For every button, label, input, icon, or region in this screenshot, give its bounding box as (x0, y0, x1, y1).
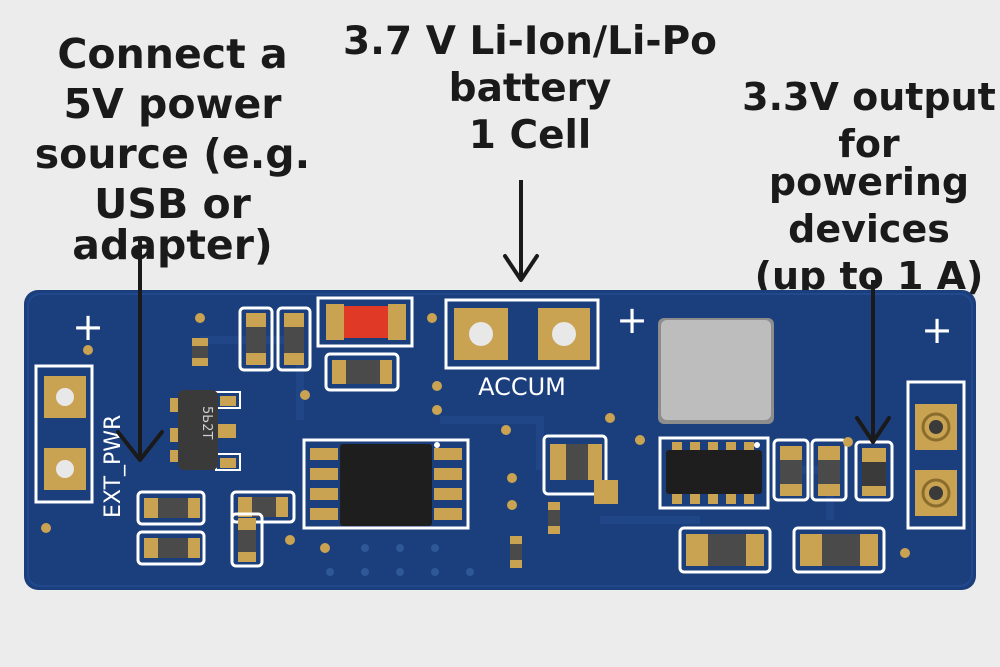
battery-annotation-line: 1 Cell (468, 113, 592, 158)
battery-annotation: 3.7 V Li-Ion/Li-Po battery 1 Cell (330, 22, 730, 163)
output-annotation-line: devices (788, 207, 950, 251)
transistor: 5Ь2Т (170, 390, 241, 471)
capacitor-pair (772, 438, 848, 502)
charger-ic (302, 438, 470, 530)
plus-sign: + (72, 305, 104, 349)
input-annotation: Connect a 5V power source (e.g. USB or a… (0, 34, 345, 275)
capacitor (678, 526, 772, 574)
output-annotation-line: (up to 1 A) (754, 254, 984, 298)
output-annotation-line: 3.3V output (742, 75, 996, 119)
resistor (192, 338, 208, 366)
ext-pwr-connector-outline (34, 364, 94, 504)
via-grid (326, 544, 474, 576)
input-arrowhead (116, 430, 164, 462)
led-outline (316, 296, 414, 348)
accum-pad-hole (469, 322, 493, 346)
input-annotation-line: 5V power (63, 80, 282, 128)
plus-sign: + (921, 308, 953, 352)
board-edge (27, 293, 973, 587)
chip-marking: 5Ь2Т (199, 406, 214, 439)
input-annotation-line: Connect a (57, 30, 288, 78)
output-connector-outline (906, 380, 966, 530)
led-pad (326, 304, 344, 340)
inductor (658, 318, 774, 424)
accum-pad-hole (552, 322, 576, 346)
ext-pwr-pad-hole (56, 460, 74, 478)
accum-label: ACCUM (478, 373, 566, 401)
output-capacitor (854, 440, 894, 502)
resistor (548, 502, 560, 534)
resistor (324, 352, 400, 392)
led-pad (388, 304, 406, 340)
capacitor (136, 530, 206, 566)
output-pad-hole (929, 486, 943, 500)
output-annotation-line: for powering (768, 122, 970, 204)
output-annotation: 3.3V output for powering devices (up to … (738, 78, 1000, 304)
ext-pwr-label: EXT_PWR (101, 415, 126, 518)
capacitor (136, 490, 206, 526)
output-pad-hole (929, 420, 943, 434)
accum-connector-outline (444, 298, 600, 370)
led-body (344, 306, 388, 338)
output-arrowhead (855, 416, 891, 444)
input-annotation-line: source (e.g. (34, 130, 311, 178)
battery-annotation-line: battery (448, 66, 612, 111)
plus-sign: + (616, 298, 648, 342)
capacitor (792, 526, 886, 574)
resistor (510, 536, 522, 568)
capacitor (542, 434, 618, 504)
ext-pwr-pad-hole (56, 388, 74, 406)
capacitor-pair (238, 306, 312, 372)
regulator-ic (658, 436, 770, 510)
diode (230, 490, 296, 568)
vias (41, 313, 910, 558)
battery-annotation-line: 3.7 V Li-Ion/Li-Po (343, 19, 717, 64)
input-annotation-line: USB or adapter) (72, 180, 273, 269)
battery-arrowhead (503, 254, 539, 282)
